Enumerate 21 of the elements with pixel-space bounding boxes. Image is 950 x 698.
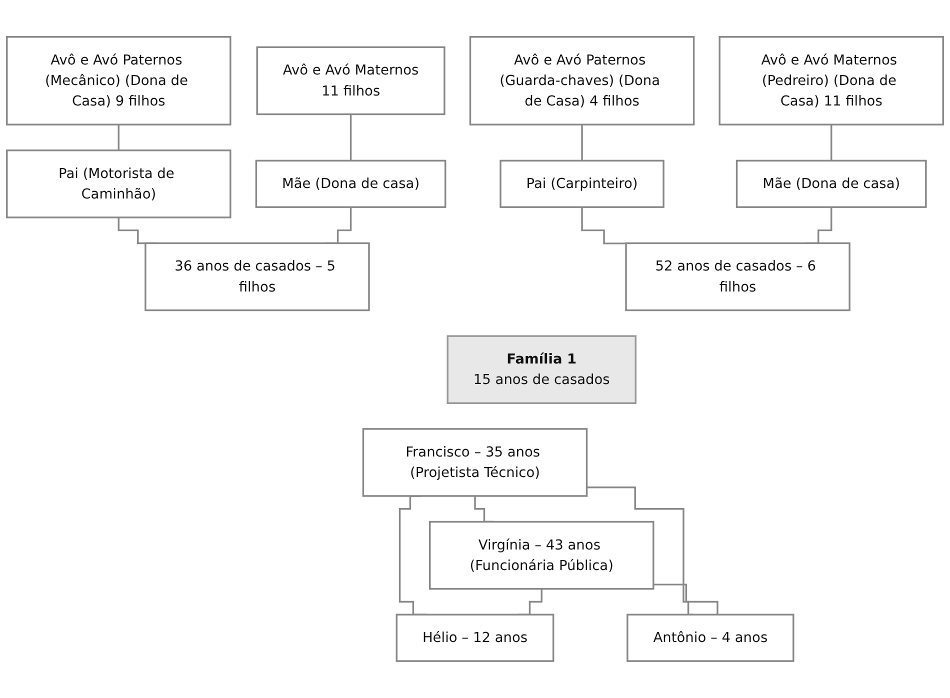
node-box: Pai (Motorista de Caminhão) — [6, 150, 232, 218]
node-box: Avô e Avó Maternos (Pedreiro) (Dona de Casa) 11 filhos — [718, 36, 944, 126]
node-box: 36 anos de casados – 5 filhos — [144, 242, 370, 312]
node-box: Avô e Avó Paternos (Guarda-chaves) (Dona de Casa) 4 filhos — [469, 36, 695, 126]
connector — [653, 584, 718, 616]
node-box: Avô e Avó Maternos 11 filhos — [256, 46, 446, 116]
node-box: Virgínia – 43 anos (Funcionária Pública) — [429, 520, 654, 590]
connector — [581, 124, 583, 162]
node-box: Avô e Avó Paternos (Mecânico) (Dona de Casa) 9 filhos — [6, 36, 232, 126]
connector — [581, 206, 626, 244]
connector — [118, 124, 120, 152]
connector — [350, 113, 352, 162]
node-box: Francisco – 35 anos (Projetista Técnico) — [362, 428, 588, 497]
node-box: Antônio – 4 anos — [626, 614, 794, 662]
node-box: Família 1 15 anos de casados — [446, 335, 637, 404]
node-box: Pai (Carpinteiro) — [500, 160, 664, 208]
node-box: 52 anos de casados – 6 filhos — [625, 242, 850, 312]
connector — [830, 124, 832, 162]
node-box: Hélio – 12 anos — [396, 614, 554, 662]
node-box: Mãe (Dona de casa) — [255, 160, 446, 208]
node-box: Mãe (Dona de casa) — [736, 160, 927, 208]
